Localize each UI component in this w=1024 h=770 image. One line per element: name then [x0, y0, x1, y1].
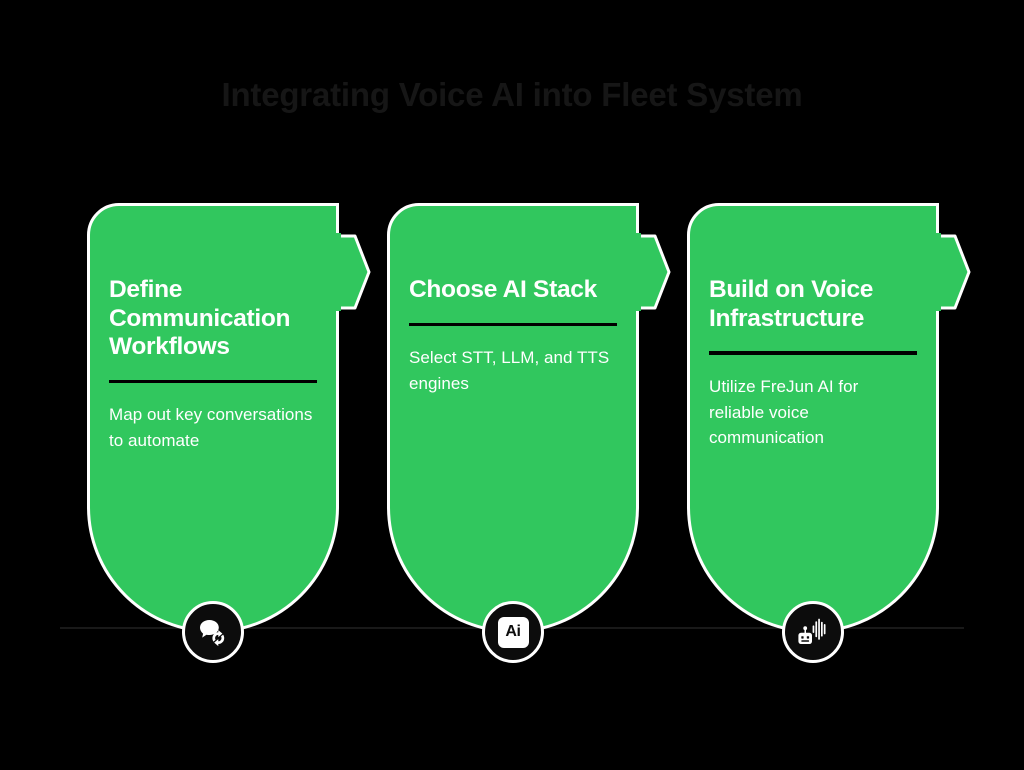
step-description: Utilize FreJun AI for reliable voice com… — [709, 376, 859, 448]
chat-sync-icon — [196, 615, 230, 649]
step-heading: Build on Voice Infrastructure — [709, 276, 874, 332]
step-divider — [109, 379, 317, 384]
step-card-2[interactable]: Choose AI Stack Select STT, LLM, and TTS… — [387, 203, 671, 673]
voice-robot-icon — [796, 615, 830, 649]
step-icon-badge[interactable]: Ai — [482, 601, 544, 663]
step-arrow-icon — [935, 233, 971, 311]
step-card-body — [387, 203, 639, 633]
step-description: Select STT, LLM, and TTS engines — [409, 348, 610, 393]
ai-tile-icon: Ai — [497, 616, 529, 648]
page-title: Integrating Voice AI into Fleet System — [221, 76, 803, 113]
step-card-3[interactable]: Build on Voice Infrastructure Utilize Fr… — [687, 203, 971, 673]
step-card-1[interactable]: Define Communication Workflows Map out k… — [87, 203, 371, 673]
step-arrow-icon — [635, 233, 671, 311]
step-arrow-icon — [335, 233, 371, 311]
step-card-content: Choose AI Stack Select STT, LLM, and TTS… — [387, 203, 639, 633]
step-divider — [409, 322, 617, 327]
step-icon-badge[interactable] — [182, 601, 244, 663]
step-divider — [709, 351, 917, 355]
step-card-content: Build on Voice Infrastructure Utilize Fr… — [687, 203, 939, 633]
steps-row: Define Communication Workflows Map out k… — [0, 203, 1024, 673]
step-heading: Choose AI Stack — [409, 276, 597, 303]
step-card-content: Define Communication Workflows Map out k… — [87, 203, 339, 633]
step-card-body — [87, 203, 339, 633]
step-description: Map out key conversations to automate — [109, 405, 313, 451]
step-heading: Define Communication Workflows — [109, 276, 291, 361]
step-icon-badge[interactable] — [782, 601, 844, 663]
